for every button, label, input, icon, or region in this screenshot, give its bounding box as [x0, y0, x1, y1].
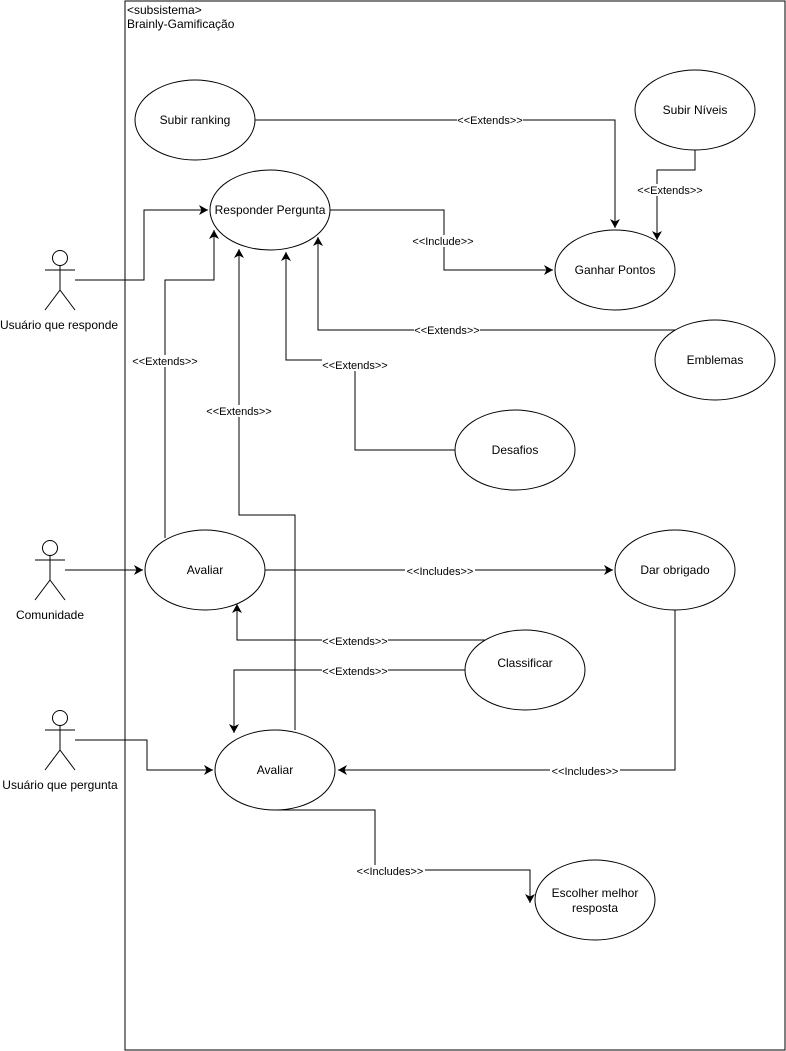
use-case-label: Classificar: [497, 656, 552, 670]
use-case-label: Subir Níveis: [663, 103, 728, 117]
use-case-responder-pergunta[interactable]: Responder Pergunta: [209, 169, 331, 251]
extends-subir-ranking-to-ganhar-pontos: [255, 119, 620, 228]
label-includes-escolher: <<Includes>>: [355, 865, 425, 878]
svg-text:<<Include>>: <<Include>>: [412, 236, 473, 248]
actor-label: Usuário que responde: [0, 318, 118, 332]
stick-figure-icon: [44, 710, 76, 771]
label-extends-avaliar-community: <<Extends>>: [132, 355, 198, 368]
svg-text:<<Extends>>: <<Extends>>: [322, 636, 387, 648]
svg-text:<<Extends>>: <<Extends>>: [322, 360, 387, 372]
svg-text:<<Extends>>: <<Extends>>: [414, 325, 479, 337]
use-case-label: Subir ranking: [160, 113, 231, 127]
svg-text:<<Extends>>: <<Extends>>: [457, 115, 522, 127]
svg-text:<<Extends>>: <<Extends>>: [637, 185, 702, 197]
includes-dar-obrigado-to-avaliar-asker: [338, 610, 676, 775]
label-extends-subir-niveis: <<Extends>>: [637, 184, 703, 197]
svg-text:<<Includes>>: <<Includes>>: [407, 566, 474, 578]
actor-community[interactable]: Comunidade: [16, 540, 84, 623]
use-case-avaliar-community[interactable]: Avaliar: [144, 529, 266, 611]
extends-subir-niveis-to-ganhar-pontos: [652, 150, 696, 240]
svg-text:<<Extends>>: <<Extends>>: [132, 356, 197, 368]
assoc-asker-to-avaliar: [75, 739, 213, 775]
use-case-label: Emblemas: [687, 353, 744, 367]
label-extends-classificar-2: <<Extends>>: [322, 665, 388, 678]
label-extends-emblemas: <<Extends>>: [414, 324, 480, 337]
includes-avaliar-to-escolher: [275, 809, 535, 903]
use-case-label-line-1: Escolher melhor: [552, 886, 639, 900]
svg-text:<<Includes>>: <<Includes>>: [552, 766, 619, 778]
label-includes-dar-obrigado-avaliar: <<Includes>>: [550, 765, 620, 778]
use-case-label: Dar obrigado: [640, 563, 710, 577]
stick-figure-icon: [34, 540, 66, 601]
assoc-responder-to-responder-pergunta: [75, 205, 208, 281]
use-case-dar-obrigado[interactable]: Dar obrigado: [614, 529, 736, 611]
label-extends-subir-ranking: <<Extends>>: [457, 114, 523, 127]
extends-classificar-to-avaliar-asker: [229, 669, 466, 733]
svg-text:<<Extends>>: <<Extends>>: [206, 406, 271, 418]
label-include-responder: <<Include>>: [412, 235, 474, 248]
use-case-ganhar-pontos[interactable]: Ganhar Pontos: [554, 229, 676, 311]
actor-responder[interactable]: Usuário que responde: [0, 250, 118, 333]
use-case-label: Responder Pergunta: [215, 203, 326, 217]
extends-desafios-to-responder: [281, 252, 456, 451]
label-extends-desafios: <<Extends>>: [322, 359, 388, 372]
system-name: Brainly-Gamificação: [127, 17, 235, 31]
use-case-label: Desafios: [492, 443, 539, 457]
use-case-subir-ranking[interactable]: Subir ranking: [134, 79, 256, 161]
label-extends-classificar-1: <<Extends>>: [322, 635, 388, 648]
use-case-label: Ganhar Pontos: [575, 263, 656, 277]
svg-text:<<Includes>>: <<Includes>>: [357, 866, 424, 878]
use-case-desafios[interactable]: Desafios: [454, 409, 576, 491]
actor-label: Comunidade: [16, 608, 84, 622]
svg-text:<<Extends>>: <<Extends>>: [322, 666, 387, 678]
use-case-label-line-2: resposta: [572, 901, 618, 915]
extends-avaliar-asker-to-responder: [234, 249, 296, 730]
actor-label: Usuário que pergunta: [2, 778, 118, 792]
stick-figure-icon: [44, 250, 76, 311]
extends-classificar-to-avaliar-community: [232, 604, 485, 641]
system-boundary: [124, 0, 786, 1051]
extends-avaliar-community-to-responder: [164, 230, 219, 538]
use-case-subir-niveis[interactable]: Subir Níveis: [634, 69, 756, 151]
use-case-emblemas[interactable]: Emblemas: [654, 319, 776, 401]
use-case-escolher-melhor-resposta[interactable]: Escolher melhor resposta: [534, 859, 656, 941]
label-includes-dar-obrigado: <<Includes>>: [405, 565, 475, 578]
use-case-label: Avaliar: [187, 563, 223, 577]
use-case-label: Avaliar: [257, 763, 293, 777]
use-case-avaliar-asker[interactable]: Avaliar: [214, 729, 336, 811]
system-stereotype: <subsistema>: [127, 3, 202, 17]
actor-asker[interactable]: Usuário que pergunta: [2, 710, 118, 793]
use-case-classificar[interactable]: Classificar: [464, 629, 586, 711]
extends-emblemas-to-responder: [313, 237, 675, 331]
label-extends-avaliar-asker: <<Extends>>: [206, 405, 272, 418]
